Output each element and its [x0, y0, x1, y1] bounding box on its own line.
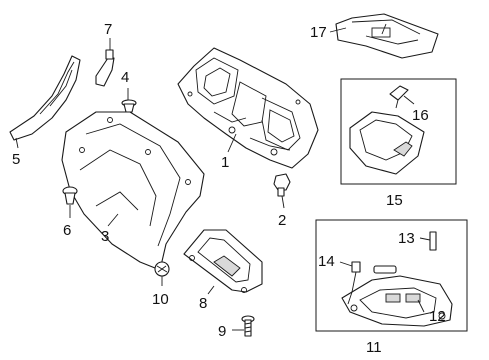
leader-12	[417, 299, 425, 313]
part-12-console-housing	[341, 275, 453, 327]
leader-13	[419, 237, 431, 241]
group-15-box	[340, 78, 457, 185]
callout-13: 13	[398, 230, 415, 247]
leader-3	[107, 213, 119, 227]
callout-15: 15	[386, 192, 403, 209]
callout-9: 9	[218, 323, 226, 340]
part-7-bracket	[95, 49, 115, 87]
callout-3: 3	[101, 228, 109, 245]
part-8-sun-visor	[183, 229, 263, 293]
leader-8	[207, 285, 215, 295]
part-16-bulb	[389, 85, 409, 109]
callout-12: 12	[429, 308, 446, 325]
part-4-clip	[121, 99, 137, 113]
part-14-harness	[347, 261, 361, 305]
leader-17	[329, 27, 347, 33]
leader-14	[339, 261, 353, 267]
part-5-pillar-trim	[9, 55, 81, 141]
leader-5	[15, 137, 19, 149]
callout-6: 6	[63, 222, 71, 239]
callout-2: 2	[278, 212, 286, 229]
leader-1	[227, 133, 237, 153]
part-13-bulb	[373, 231, 437, 274]
callout-5: 5	[12, 151, 20, 168]
part-6-push-clip	[62, 186, 78, 205]
part-17-bracket	[335, 13, 439, 59]
callout-14: 14	[318, 253, 335, 270]
callout-10: 10	[152, 291, 169, 308]
part-10-retainer	[154, 261, 170, 277]
callout-4: 4	[121, 69, 129, 86]
part-1-roof-panel	[177, 47, 319, 169]
part-9-bolt	[241, 315, 255, 337]
leader-16	[403, 95, 415, 105]
part-15-dome-lamp	[349, 111, 425, 175]
part-3-headliner	[61, 111, 205, 271]
part-2-screw	[273, 173, 291, 197]
callout-7: 7	[104, 21, 112, 38]
callout-17: 17	[310, 24, 327, 41]
callout-1: 1	[221, 154, 229, 171]
group-11-box	[315, 219, 468, 332]
leader-2	[281, 195, 285, 209]
callout-8: 8	[199, 295, 207, 312]
callout-16: 16	[412, 107, 429, 124]
callout-11: 11	[366, 339, 382, 356]
